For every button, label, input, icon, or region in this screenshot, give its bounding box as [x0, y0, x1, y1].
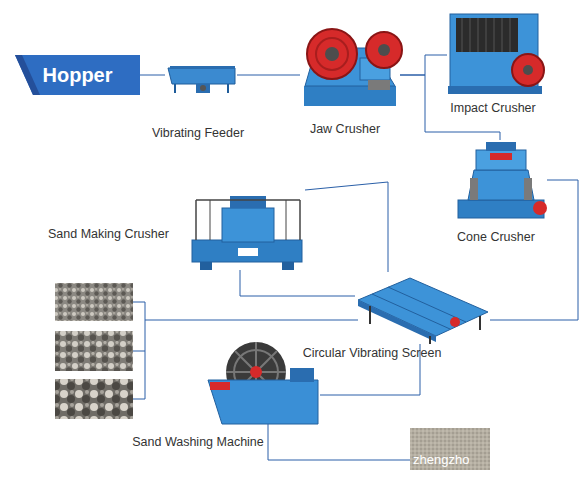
feeder-drawing-part	[170, 66, 235, 69]
impact-crusher-drawing-part	[470, 18, 471, 52]
screen-drawing	[358, 278, 488, 344]
machine-label: Jaw Crusher	[290, 121, 400, 137]
stone-samples	[55, 283, 133, 419]
cone-crusher-drawing-part	[468, 170, 534, 200]
cone-crusher-drawing-part	[524, 178, 532, 200]
feeder-drawing-part	[174, 84, 176, 93]
hopper-banner-part	[15, 55, 40, 95]
machine-label: Sand Washing Machine	[108, 434, 288, 450]
flow-line	[490, 180, 578, 320]
sand-maker-drawing-part	[222, 208, 274, 242]
impact-crusher-drawing-part	[510, 18, 511, 52]
screen-drawing-part	[479, 316, 481, 330]
screen-drawing-part	[450, 317, 460, 327]
feeder-drawing-part	[168, 68, 235, 84]
cone-crusher-drawing-part	[533, 201, 547, 215]
hopper-banner-part	[15, 55, 140, 95]
washer-drawing-part	[210, 382, 230, 390]
washer-drawing	[208, 342, 318, 424]
machine-node: Impact Crusher	[447, 12, 545, 97]
screen-drawing-part	[369, 306, 371, 324]
jaw-crusher-drawing-part	[307, 29, 357, 79]
feeder-drawing	[168, 66, 235, 93]
sand-maker-drawing-part	[286, 200, 287, 240]
sand-maker-drawing-part	[192, 240, 302, 262]
leader-lines-part	[133, 302, 145, 399]
impact-crusher-drawing-part	[456, 18, 518, 52]
impact-crusher-drawing-part	[523, 65, 533, 75]
sand-maker-drawing-part	[238, 248, 258, 256]
machine-label: Sand Making Crusher	[48, 226, 183, 242]
impact-crusher-drawing-part	[448, 86, 542, 94]
impact-crusher-drawing-part	[494, 18, 495, 52]
flow-line	[140, 75, 165, 76]
machine-node: Cone Crusher	[455, 140, 547, 220]
flow-line	[305, 182, 388, 272]
impact-crusher-drawing-part	[478, 18, 479, 52]
jaw-crusher-drawing-part	[368, 80, 390, 90]
leader-lines-part	[145, 320, 358, 321]
sand-sample	[410, 428, 490, 470]
sand-maker-drawing	[192, 196, 302, 270]
machine-node: Vibrating Feeder	[165, 63, 237, 95]
machine-node: Jaw Crusher	[300, 25, 400, 110]
screen-drawing-part	[388, 287, 466, 322]
sand-maker-drawing-part	[230, 196, 266, 208]
hopper-label: Hopper	[15, 55, 140, 95]
sand-sample-part	[410, 428, 490, 470]
stone-samples-part	[55, 331, 133, 371]
washer-drawing-part	[250, 366, 262, 378]
machine-label: Vibrating Feeder	[143, 125, 253, 141]
cone-crusher-drawing	[458, 142, 547, 218]
machine-label: Circular Vibrating Screen	[292, 345, 452, 361]
leader-lines-part	[133, 351, 145, 352]
screen-drawing-part	[358, 300, 436, 342]
cone-crusher-drawing-part	[470, 178, 478, 200]
jaw-crusher-drawing-part	[378, 44, 390, 56]
cone-crusher-drawing-part	[490, 153, 512, 160]
hopper-banner	[15, 55, 140, 95]
screen-drawing-part	[429, 336, 431, 344]
flow-line	[240, 270, 355, 296]
sand-maker-drawing-part	[299, 200, 301, 240]
cone-crusher-drawing-part	[476, 150, 526, 170]
flow-line	[237, 75, 300, 76]
leader-lines-part	[268, 424, 410, 460]
jaw-crusher-drawing-part	[316, 38, 348, 70]
jaw-crusher-drawing	[304, 29, 402, 106]
jaw-crusher-drawing-part	[325, 47, 339, 61]
watermark: zhengzho	[413, 452, 469, 468]
sand-maker-drawing-part	[282, 262, 294, 270]
sand-maker-drawing-part	[195, 200, 197, 240]
washer-drawing-part	[208, 380, 318, 424]
impact-crusher-drawing-part	[462, 18, 463, 52]
stone-samples-part	[55, 379, 133, 419]
machine-node: Sand Making Crusher	[190, 190, 305, 270]
washer-drawing-part	[290, 368, 314, 382]
machine-label: Impact Crusher	[433, 100, 553, 116]
feeder-drawing-part	[227, 84, 229, 93]
screen-drawing-part	[358, 278, 488, 336]
flow-line	[400, 55, 447, 75]
sand-maker-drawing-part	[200, 262, 212, 270]
impact-crusher-drawing-part	[512, 54, 544, 86]
cone-crusher-drawing-part	[486, 142, 516, 151]
machine-node: Circular Vibrating Screen	[355, 272, 490, 344]
cone-crusher-drawing-part	[458, 200, 544, 218]
feeder-drawing-part	[200, 85, 206, 91]
screen-drawing-part	[372, 294, 450, 329]
hopper-node: Hopper	[15, 55, 140, 95]
sand-maker-drawing-part	[210, 200, 211, 240]
impact-crusher-drawing-part	[486, 18, 487, 52]
machine-label: Cone Crusher	[441, 229, 551, 245]
stone-samples-part	[55, 283, 133, 321]
jaw-crusher-drawing-part	[366, 32, 402, 68]
sand-maker-drawing-part	[196, 199, 300, 201]
impact-crusher-drawing-part	[502, 18, 503, 52]
feeder-drawing-part	[196, 84, 210, 93]
impact-crusher-drawing	[448, 14, 544, 94]
machine-node: Sand Washing Machine	[205, 345, 320, 425]
